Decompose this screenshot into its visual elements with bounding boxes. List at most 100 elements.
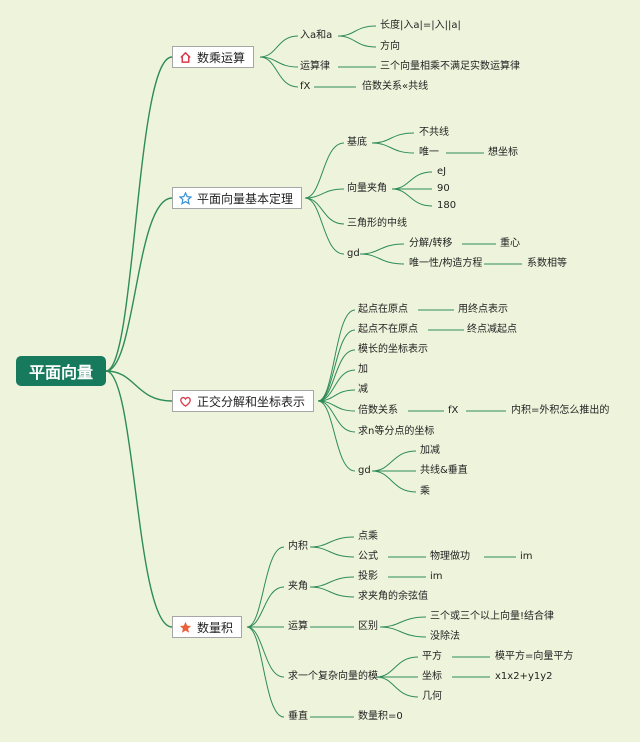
connector-line: [317, 400, 356, 433]
connector-line: [246, 586, 285, 628]
connector-line: [391, 188, 433, 207]
connector-line: [337, 35, 377, 48]
node-no-division[interactable]: 没除法: [430, 631, 460, 642]
connector-line: [105, 56, 173, 372]
branch-label: 平面向量基本定理: [197, 191, 294, 206]
connector-line: [259, 35, 299, 58]
node-dot-zero[interactable]: 数量积=0: [358, 711, 403, 722]
node-vector-angle[interactable]: 向量夹角: [347, 183, 387, 194]
connector-line: [379, 626, 427, 638]
heart-icon: [180, 396, 191, 407]
branch-label: 正交分解和坐标表示: [197, 394, 306, 409]
connector-line: [337, 25, 377, 37]
node-decompose[interactable]: 分解/转移: [409, 238, 453, 249]
node-geometry[interactable]: 几何: [422, 691, 442, 702]
connector-line: [317, 369, 356, 402]
node-length[interactable]: 长度|入a|=|入||a|: [380, 20, 461, 31]
node-dot-multiply[interactable]: 点乘: [358, 531, 378, 542]
node-gd-1[interactable]: gd: [347, 248, 360, 259]
node-perpendicular[interactable]: 垂直: [288, 711, 308, 722]
node-collinear-perpendicular[interactable]: 共线&垂直: [420, 465, 468, 476]
connector-line: [317, 400, 356, 472]
connector-line: [371, 142, 415, 154]
node-origin-start[interactable]: 起点在原点: [358, 304, 408, 315]
node-think-coordinates[interactable]: 想坐标: [488, 147, 518, 158]
node-multiple-relation[interactable]: 倍数关系: [358, 405, 398, 416]
connector-line: [375, 676, 419, 698]
node-direction[interactable]: 方向: [380, 41, 400, 52]
node-im-1[interactable]: im: [520, 551, 533, 562]
connector-line: [304, 142, 345, 199]
node-inner-outer-product[interactable]: 内积=外积怎么推出的: [511, 405, 610, 416]
connector-line: [105, 197, 173, 372]
node-nonorigin-start[interactable]: 起点不在原点: [358, 324, 418, 335]
node-multiple-collinear[interactable]: 倍数关系«共线: [362, 81, 429, 92]
node-fx[interactable]: fX: [300, 81, 311, 92]
node-physics-work[interactable]: 物理做功: [430, 551, 470, 562]
house-icon: [180, 51, 191, 63]
branch-fundamental-theorem[interactable]: 平面向量基本定理: [172, 187, 303, 209]
connector-line: [246, 626, 285, 678]
node-modulus-coord[interactable]: 模长的坐标表示: [358, 344, 428, 355]
node-add[interactable]: 加: [358, 364, 368, 375]
branch-label: 数乘运算: [197, 50, 246, 65]
connector-line: [375, 656, 419, 678]
node-projection[interactable]: 投影: [358, 571, 378, 582]
node-coordinate[interactable]: 坐标: [422, 671, 442, 682]
node-difference[interactable]: 区别: [358, 621, 378, 632]
node-fx-2[interactable]: fX: [448, 405, 459, 416]
node-coefficients-equal[interactable]: 系数相等: [527, 258, 567, 269]
connector-line: [371, 132, 415, 144]
node-lambda-a[interactable]: 入a和a: [300, 30, 333, 41]
branch-orthogonal-decomposition[interactable]: 正交分解和坐标表示: [172, 390, 315, 412]
branch-label: 数量积: [197, 620, 234, 635]
star-outline-icon: [179, 191, 192, 205]
node-angle-dot[interactable]: 夹角: [288, 581, 308, 592]
connector-line: [105, 370, 173, 628]
node-angle-180[interactable]: 180: [437, 200, 457, 211]
connector-line: [371, 450, 417, 472]
node-end-minus-start[interactable]: 终点减起点: [467, 324, 517, 335]
node-add-subtract[interactable]: 加减: [420, 445, 440, 456]
root-node[interactable]: 平面向量: [16, 356, 106, 386]
node-endpoint-rep[interactable]: 用终点表示: [458, 304, 508, 315]
node-cosine-angle[interactable]: 求夹角的余弦值: [358, 591, 428, 602]
node-n-division-point[interactable]: 求n等分点的坐标: [358, 426, 435, 437]
node-inner-product[interactable]: 内积: [288, 541, 308, 552]
node-im-2[interactable]: im: [430, 571, 443, 582]
connector-line: [246, 626, 285, 718]
node-uniqueness-equation[interactable]: 唯一性/构造方程: [409, 258, 483, 269]
connector-line: [309, 536, 355, 548]
node-triangle-median[interactable]: 三角形的中线: [347, 218, 407, 229]
node-associative-law[interactable]: 三个或三个以上向量!结合律: [430, 611, 555, 622]
node-unique[interactable]: 唯一: [419, 147, 439, 158]
node-formula[interactable]: 公式: [358, 551, 378, 562]
connector-line: [259, 56, 299, 88]
node-angle-90[interactable]: 90: [437, 183, 450, 194]
connector-line: [317, 329, 356, 402]
node-operation[interactable]: 运算: [288, 621, 308, 632]
node-no-real-law[interactable]: 三个向量相乘不满足实数运算律: [380, 61, 520, 72]
node-basis[interactable]: 基底: [347, 137, 367, 148]
node-mod-square-eq[interactable]: 模平方=向量平方: [495, 651, 574, 662]
connector-line: [309, 546, 355, 558]
connector-line: [304, 197, 345, 225]
node-square[interactable]: 平方: [422, 651, 442, 662]
node-subtract[interactable]: 减: [358, 384, 368, 395]
node-coordinate-formula[interactable]: x1x2+y1y2: [495, 671, 553, 682]
node-operation-law[interactable]: 运算律: [300, 61, 330, 72]
node-gd-2[interactable]: gd: [358, 465, 371, 476]
connector-line: [304, 188, 345, 199]
node-complex-modulus[interactable]: 求一个复杂向量的模: [288, 671, 378, 682]
node-angle-ej[interactable]: eJ: [437, 166, 447, 177]
connector-line: [359, 243, 405, 255]
connector-line: [379, 616, 427, 628]
branch-scalar-multiplication[interactable]: 数乘运算: [172, 46, 255, 68]
branch-dot-product[interactable]: 数量积: [172, 616, 243, 638]
connector-line: [359, 253, 405, 265]
connector-line: [371, 470, 417, 493]
connector-line: [304, 197, 345, 255]
node-centroid[interactable]: 重心: [500, 238, 520, 249]
node-multiply[interactable]: 乘: [420, 486, 430, 497]
node-non-collinear[interactable]: 不共线: [419, 127, 449, 138]
